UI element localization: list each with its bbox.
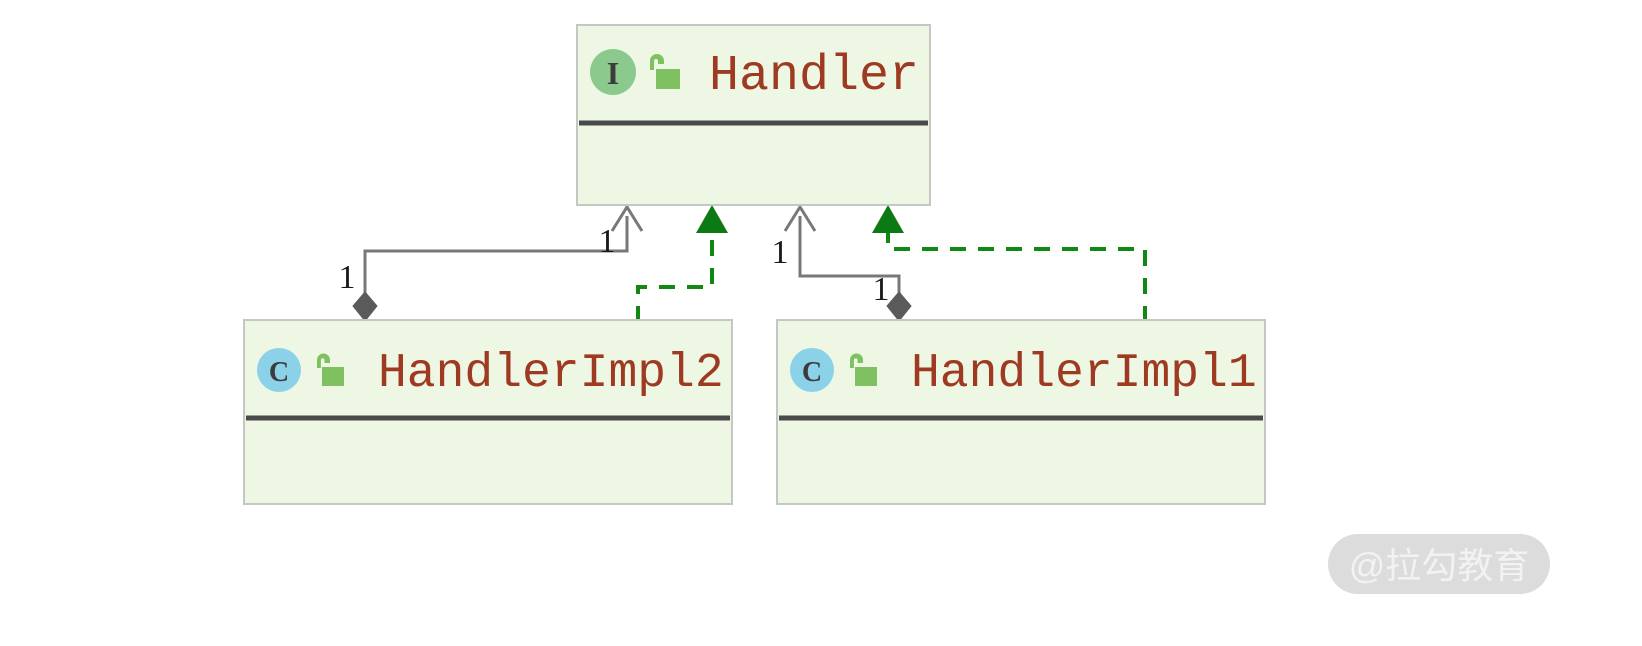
- association-arrowhead-impl2: [610, 204, 644, 232]
- interface-badge-icon: I: [590, 49, 636, 95]
- padlock-shackle: [650, 54, 664, 70]
- association-edge-impl1[interactable]: [783, 204, 912, 322]
- association-edge-impl2[interactable]: [352, 204, 644, 322]
- padlock-body: [656, 69, 680, 89]
- unlocked-padlock-icon: [850, 353, 877, 386]
- multiplicity-label: 1: [772, 234, 789, 271]
- watermark: @拉勾教育: [1328, 534, 1550, 594]
- watermark-pill: [1328, 534, 1550, 594]
- watermark-text: @拉勾教育: [1349, 545, 1530, 586]
- padlock-body: [855, 367, 877, 386]
- multiplicity-label: 1: [339, 259, 356, 296]
- uml-node-handler[interactable]: I Handler: [576, 24, 931, 206]
- multiplicity-label: 1: [599, 223, 616, 260]
- uml-node-handlerimpl2[interactable]: C HandlerImpl2: [243, 319, 733, 505]
- realization-edge-impl2[interactable]: [636, 205, 728, 322]
- class-circle-icon: [790, 348, 834, 392]
- association-arrowhead-impl1: [783, 204, 817, 232]
- node-name-handlerimpl1: HandlerImpl1: [911, 347, 1257, 401]
- padlock-body: [322, 367, 344, 386]
- realization-line-impl1: [886, 228, 1147, 322]
- class-circle-icon: [257, 348, 301, 392]
- association-diamond-impl2: [352, 291, 378, 322]
- unlocked-padlock-icon: [650, 54, 680, 89]
- multiplicity-label: 1: [873, 271, 890, 308]
- realization-edge-impl1[interactable]: [872, 205, 1147, 322]
- padlock-shackle: [850, 353, 863, 368]
- node-body-handler: [576, 24, 931, 206]
- interface-circle-icon: [590, 49, 636, 95]
- class-badge-icon: C: [257, 348, 301, 392]
- node-name-handler: Handler: [709, 48, 919, 105]
- node-body-handlerimpl1: [776, 319, 1266, 505]
- unlocked-padlock-icon: [317, 353, 344, 386]
- association-line-impl2: [363, 216, 629, 296]
- class-letter: C: [269, 357, 289, 388]
- realization-line-impl2: [636, 228, 714, 322]
- class-letter: C: [802, 357, 822, 388]
- realization-arrowhead-impl1: [872, 205, 904, 233]
- node-body-handlerimpl2: [243, 319, 733, 505]
- uml-node-handlerimpl1[interactable]: C HandlerImpl1: [776, 319, 1266, 505]
- realization-arrowhead-impl2: [696, 205, 728, 233]
- class-badge-icon: C: [790, 348, 834, 392]
- interface-letter: I: [607, 55, 619, 91]
- node-name-handlerimpl2: HandlerImpl2: [378, 347, 724, 401]
- padlock-shackle: [317, 353, 330, 368]
- association-diamond-impl1: [886, 291, 912, 322]
- association-line-impl1: [798, 216, 901, 296]
